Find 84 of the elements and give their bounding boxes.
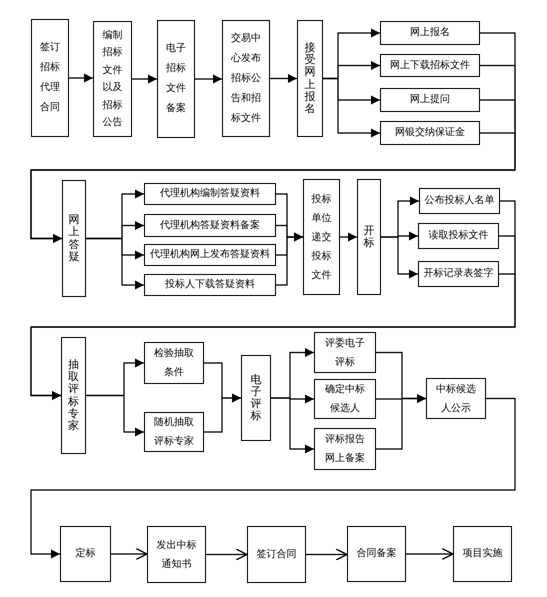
step-text: 开标	[364, 224, 374, 250]
arrow	[30, 398, 516, 558]
process-box	[144, 244, 276, 266]
step-text: 中标候选人公示	[436, 382, 476, 416]
arrow	[340, 232, 357, 242]
step-text: 网上答疑	[68, 214, 80, 263]
arrow	[86, 238, 144, 290]
step-text: 代理机构答疑资料备案	[160, 220, 260, 232]
process-box	[453, 526, 512, 582]
step-text: 定标	[76, 548, 96, 560]
step-text: 签订招标代理合同	[40, 41, 60, 115]
process-box	[60, 526, 111, 582]
step-text: 代理机构编制答疑资料	[160, 188, 260, 200]
step-text: 网银交纳保证金	[395, 127, 465, 139]
arrow	[306, 548, 348, 561]
arrow	[86, 394, 144, 436]
process-box	[144, 214, 276, 237]
process-box	[241, 355, 271, 441]
step-text: 读取投标文件	[428, 230, 488, 242]
step-text: 交易中心发布招标公告和招标文件	[231, 32, 261, 126]
step-text: 检验抽取条件	[154, 346, 194, 380]
step-text: 网上下载招标文件	[390, 60, 470, 72]
step-text: 抽取评标专家	[68, 359, 79, 432]
step-text: 代理机构网上发布答疑资料	[150, 249, 270, 261]
process-box	[144, 412, 204, 452]
step-text: 公布投标人名单	[424, 195, 494, 207]
step-text: 网上提问	[410, 94, 450, 106]
step-text: 接受网上报名	[304, 42, 316, 115]
step-text: 项目实施	[462, 548, 502, 560]
arrow	[195, 74, 222, 84]
step-text: 确定中标候选人	[325, 382, 365, 416]
process-box	[303, 179, 340, 295]
arrow	[30, 132, 516, 243]
process-box	[419, 188, 500, 214]
step-text: 评标报告网上备案	[325, 432, 365, 466]
step-text: 电子评标	[250, 374, 262, 422]
process-box	[144, 274, 276, 296]
step-text: 发出中标通知书	[156, 538, 196, 572]
arrow	[132, 74, 157, 84]
step-text: 网上报名	[410, 27, 450, 39]
process-box	[380, 21, 480, 45]
process-box	[357, 179, 381, 295]
process-box	[426, 378, 486, 419]
arrow	[381, 236, 418, 278]
arrow	[271, 397, 314, 454]
step-text: 投标单位递交投标文件	[312, 192, 332, 282]
process-box	[314, 332, 376, 373]
arrow	[276, 232, 303, 286]
process-box	[380, 121, 480, 145]
arrow	[69, 74, 93, 82]
step-text: 合同备案	[356, 548, 396, 560]
process-box	[61, 337, 86, 454]
arrow	[204, 394, 241, 433]
arrow	[406, 548, 454, 560]
step-text: 随机抽取评标专家	[154, 416, 194, 449]
step-text: 开标记录表签字	[424, 268, 494, 280]
arrow	[206, 548, 248, 561]
step-text: 编制招标文件以及招标公告	[102, 28, 122, 130]
process-box	[31, 19, 69, 137]
process-box	[418, 261, 499, 287]
process-box	[247, 526, 306, 583]
process-box	[147, 526, 206, 583]
process-box	[222, 20, 270, 137]
process-box	[297, 20, 323, 137]
process-box	[157, 20, 195, 138]
process-box	[93, 21, 132, 137]
process-box	[314, 379, 376, 419]
step-text: 签订合同	[256, 548, 296, 560]
arrow	[376, 394, 426, 450]
process-box	[380, 54, 480, 77]
process-box	[144, 342, 204, 384]
process-box	[144, 183, 276, 205]
step-text: 投标人下载答疑资料	[165, 279, 255, 291]
process-box	[314, 428, 376, 470]
step-text: 评委电子评标	[325, 336, 365, 370]
arrow	[323, 78, 380, 138]
arrow	[30, 273, 516, 400]
process-box	[418, 223, 499, 249]
step-text: 电子招标文件备案	[166, 42, 186, 116]
process-box	[347, 526, 406, 582]
arrow	[270, 74, 297, 83]
process-box	[380, 88, 480, 112]
process-box	[62, 180, 86, 297]
arrow	[111, 548, 148, 560]
